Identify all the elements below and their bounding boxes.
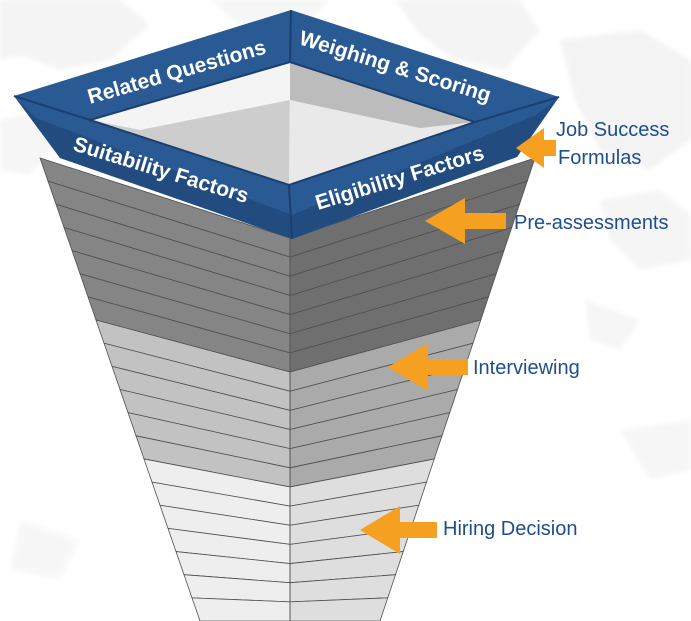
stage-label-job-success-line2: Formulas bbox=[558, 147, 641, 169]
arrow-pre-assessments-icon bbox=[425, 198, 506, 244]
rim-front-edge bbox=[14, 96, 559, 239]
stage-label-job-success: Job Success Formulas bbox=[556, 119, 675, 169]
opening-back-wall bbox=[90, 62, 290, 130]
stage-label-interviewing: Interviewing bbox=[473, 357, 580, 379]
funnel-band-right bbox=[289, 597, 389, 621]
funnel-body bbox=[39, 157, 536, 621]
funnel-band-left bbox=[191, 597, 291, 621]
arrow-interviewing-icon bbox=[388, 343, 468, 391]
stage-callout-job-success: Job Success Formulas bbox=[516, 119, 675, 169]
stage-callout-hiring-decision: Hiring Decision bbox=[360, 506, 578, 554]
funnel-rim: Related Questions Weighing & Scoring Sui… bbox=[13, 9, 560, 240]
stage-callout-pre-assessments: Pre-assessments bbox=[425, 198, 669, 244]
stage-label-hiring-decision: Hiring Decision bbox=[443, 518, 578, 540]
stage-label-job-success-line1: Job Success bbox=[556, 119, 669, 141]
arrow-hiring-decision-icon bbox=[360, 506, 437, 554]
stage-callout-interviewing: Interviewing bbox=[388, 343, 580, 391]
stage-callouts: Job Success Formulas Pre-assessments Int… bbox=[360, 119, 675, 554]
opening-back-wall-right bbox=[290, 62, 475, 128]
arrow-job-success-icon bbox=[516, 128, 556, 168]
stage-label-pre-assessments: Pre-assessments bbox=[514, 212, 669, 234]
